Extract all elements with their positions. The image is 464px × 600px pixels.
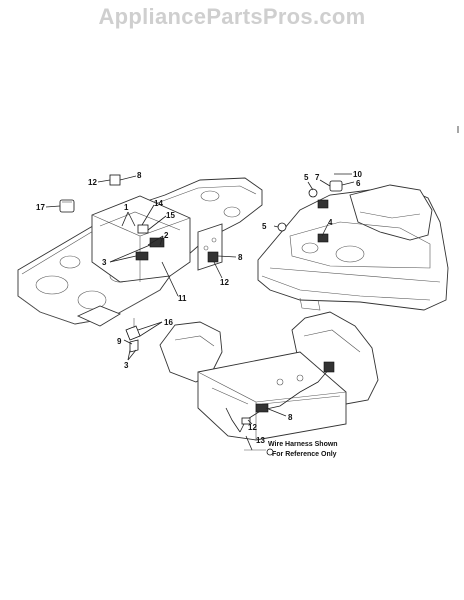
deck-frame-drawing [17, 174, 263, 353]
callout-1: 1 [124, 203, 129, 212]
callout-9: 9 [117, 337, 122, 346]
callout-2: 2 [164, 231, 169, 240]
rear-chassis-drawing [257, 180, 449, 311]
note-line-1: Wire Harness Shown [268, 441, 338, 448]
callout-12: 12 [88, 178, 97, 187]
callout-14: 14 [154, 199, 163, 208]
callout-10: 10 [353, 170, 362, 179]
callout-16: 16 [164, 318, 173, 327]
callout-5: 5 [262, 222, 267, 231]
frame-harness-drawing [159, 311, 379, 456]
callout-11: 11 [178, 294, 187, 303]
callout-17: 17 [36, 203, 45, 212]
callout-15: 15 [166, 211, 175, 220]
site-watermark: AppliancePartsPros.com [98, 4, 366, 29]
callout-12: 12 [248, 423, 257, 432]
callout-8: 8 [137, 171, 142, 180]
callout-6: 6 [356, 179, 361, 188]
callout-3: 3 [102, 258, 107, 267]
callout-7: 7 [315, 173, 320, 182]
callout-5: 5 [304, 173, 309, 182]
callout-3: 3 [124, 361, 129, 370]
callout-4: 4 [328, 218, 333, 227]
note-line-2: For Reference Only [272, 451, 337, 458]
callout-8: 8 [288, 413, 293, 422]
callout-8: 8 [238, 253, 243, 262]
callout-13: 13 [256, 436, 265, 445]
callout-12: 12 [220, 278, 229, 287]
leader-lines [45, 173, 355, 451]
